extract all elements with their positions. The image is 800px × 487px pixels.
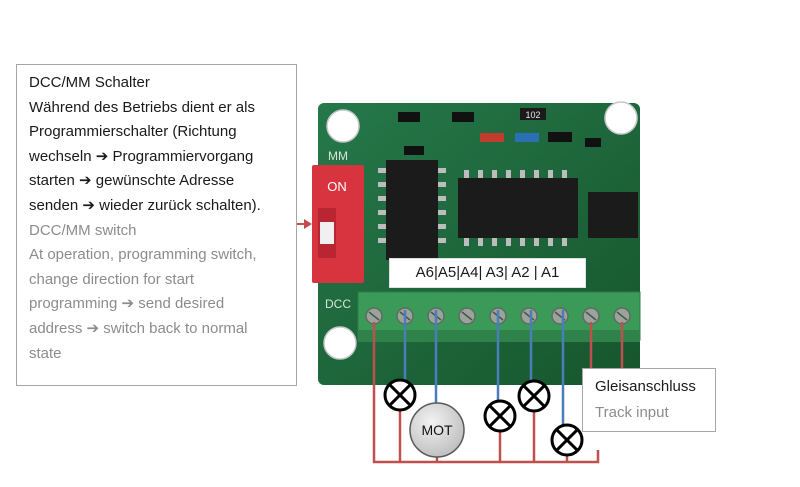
switch-pointer-arrow [297,219,312,229]
switch-text-de: starten ➔ gewünschte Adresse [29,172,235,190]
dcc-mm-switch: ON [312,165,364,283]
transistor [588,192,638,238]
switch-text-de: Programmierschalter (Richtung [29,123,237,141]
smd-component [404,146,424,155]
mounting-hole-top-left [326,109,360,143]
motor-label: MOT [421,422,453,438]
switch-top-label: MM [328,149,348,163]
switch-text-en: state [29,344,62,362]
ic-chip-left [378,160,446,260]
smd-component [585,138,601,147]
switch-text-de: senden ➔ wieder zurück schalten). [29,196,261,214]
track-label-de: Gleisanschluss [595,378,696,395]
smd-capacitor [480,133,504,142]
lamp-a2 [517,379,551,413]
smd-component [548,132,572,142]
switch-text-de: Während des Betriebs dient er als [29,98,255,116]
switch-text-en: At operation, programming switch, [29,246,257,264]
switch-title-en: DCC/MM switch [29,221,137,239]
switch-title-de: DCC/MM Schalter [29,74,150,91]
smd-capacitor [515,133,539,142]
smd-component [398,112,420,122]
switch-bottom-label: DCC [325,297,351,311]
mounting-hole-top-right [604,101,638,135]
motor: MOT [409,402,465,458]
ic-chip-right [458,170,578,246]
switch-text-en: address ➔ switch back to normal [29,319,248,337]
smd-component [452,112,474,122]
track-label-en: Track input [595,404,669,421]
lamp-a3 [483,399,517,433]
track-input-callout: Gleisanschluss Track input [582,368,716,432]
resistor-code: 102 [525,110,540,120]
resistor [520,108,546,120]
output-pin-label: A6|A5|A4| A3| A2 | A1 [389,258,586,288]
mounting-hole-bottom-left [323,326,357,360]
lamp-a1 [550,423,584,457]
switch-lever [320,222,334,244]
switch-on-label: ON [327,179,347,194]
lamp-a6 [383,378,417,412]
switch-text-en: programming ➔ send desired [29,295,225,313]
switch-text-en: change direction for start [29,270,195,288]
switch-text-de: wechseln ➔ Programmiervorgang [29,147,254,165]
red-wire [372,322,600,464]
dcc-mm-switch-callout: DCC/MM Schalter Während des Betriebs die… [16,64,297,386]
